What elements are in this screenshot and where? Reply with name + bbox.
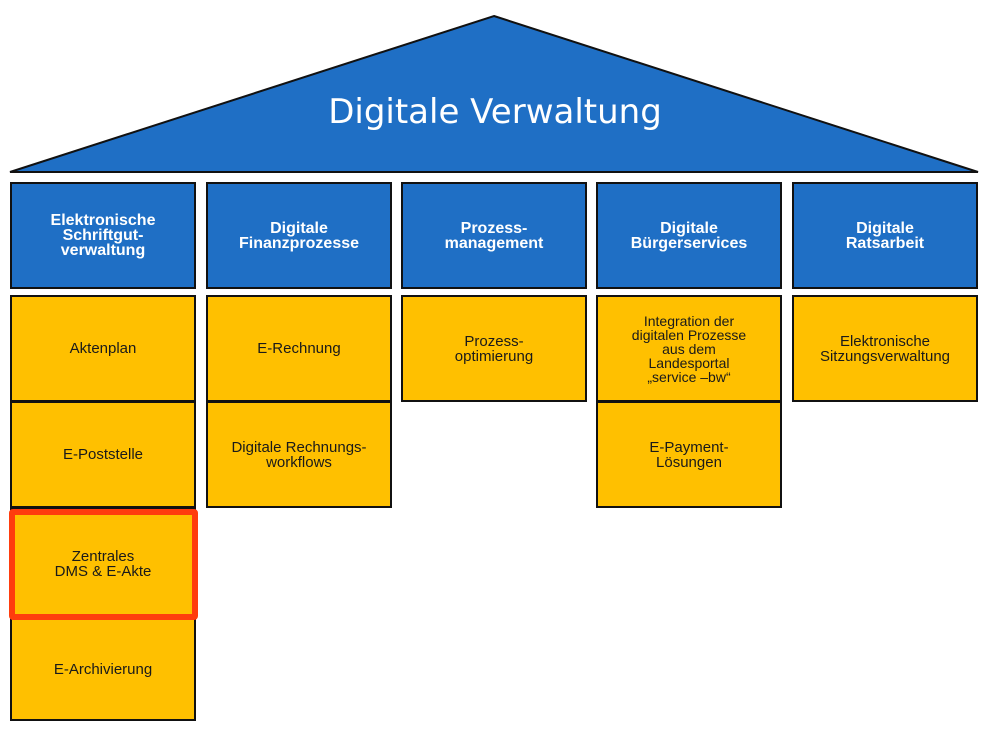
item-prozessoptimierung: Prozess- optimierung <box>401 295 587 402</box>
highlight-frame <box>9 509 198 620</box>
pillar-prozessmanagement: Prozess- management <box>401 182 587 289</box>
item-e-rechnung: E-Rechnung <box>206 295 392 402</box>
item-landesportal-integration: Integration der digitalen Prozesse aus d… <box>596 295 782 402</box>
item-e-poststelle: E-Poststelle <box>10 401 196 508</box>
item-rechnungsworkflows: Digitale Rechnungs- workflows <box>206 401 392 508</box>
pillar-schriftgutverwaltung: Elektronische Schriftgut- verwaltung <box>10 182 196 289</box>
item-e-payment: E-Payment- Lösungen <box>596 401 782 508</box>
roof-shape <box>9 14 979 173</box>
pillar-ratsarbeit: Digitale Ratsarbeit <box>792 182 978 289</box>
roof <box>9 14 979 173</box>
item-e-archivierung: E-Archivierung <box>10 617 196 721</box>
item-aktenplan: Aktenplan <box>10 295 196 402</box>
item-sitzungsverwaltung: Elektronische Sitzungsverwaltung <box>792 295 978 402</box>
roof-title: Digitale Verwaltung <box>328 92 662 132</box>
pillar-finanzprozesse: Digitale Finanzprozesse <box>206 182 392 289</box>
pillar-buergerservices: Digitale Bürgerservices <box>596 182 782 289</box>
